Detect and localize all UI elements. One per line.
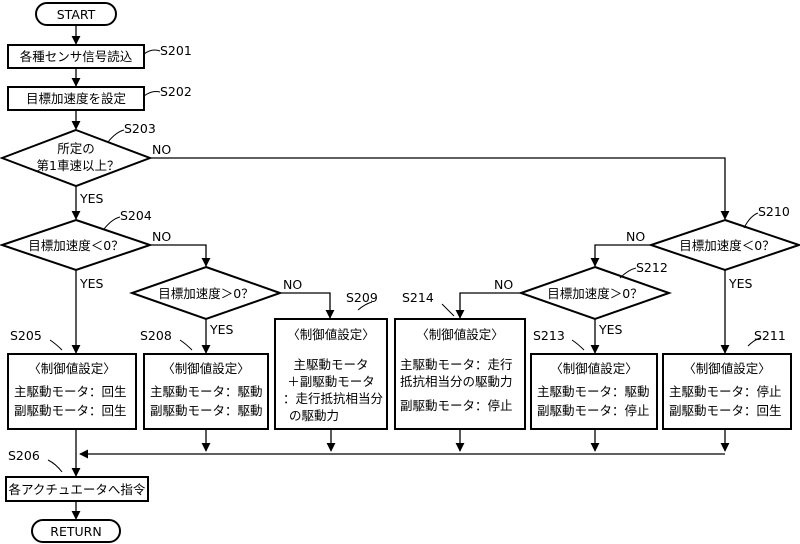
s214-title: 〈制御値設定〉 <box>416 327 504 342</box>
s211-title: 〈制御値設定〉 <box>683 361 771 376</box>
step-s214: S214 〈制御値設定〉 主駆動モータ：走行 抵抗相当分の駆動力 副駆動モータ：… <box>394 290 526 430</box>
start-label: START <box>57 7 96 22</box>
s213-line1: 主駆動モータ：駆動 <box>537 384 650 399</box>
s213-title: 〈制御値設定〉 <box>550 361 638 376</box>
merge-connectors <box>71 429 730 477</box>
return-terminal: RETURN <box>31 519 121 543</box>
s204-yes-label: YES <box>79 276 104 291</box>
s205-id: S205 <box>10 328 42 343</box>
step-s205: S205 〈制御値設定〉 主駆動モータ：回生 副駆動モータ：回生 <box>7 328 137 430</box>
step-s213: S213 〈制御値設定〉 主駆動モータ：駆動 副駆動モータ：停止 <box>530 328 658 430</box>
s208-line2: 副駆動モータ：駆動 <box>150 403 263 418</box>
s209-line1: 主駆動モータ <box>293 357 368 372</box>
s214-line3: 副駆動モータ：停止 <box>400 398 513 413</box>
s209-line4: の駆動力 <box>289 408 339 423</box>
start-terminal: START <box>35 2 117 26</box>
decision-s204: 目標加速度＜0？ S204 <box>0 208 154 272</box>
step-s209: S209 〈制御値設定〉 主駆動モータ ＋副駆動モータ ：走行抵抗相当分 の駆動… <box>274 290 388 430</box>
s209-title: 〈制御値設定〉 <box>287 327 375 342</box>
s202-id: S202 <box>160 84 192 99</box>
s207-yes-label: YES <box>209 322 234 337</box>
s201-text: 各種センサ信号読込 <box>20 49 133 64</box>
s214-line2: 抵抗相当分の駆動力 <box>400 374 513 389</box>
s214-line1: 主駆動モータ：走行 <box>400 357 513 372</box>
step-s208: S208 〈制御値設定〉 主駆動モータ：駆動 副駆動モータ：駆動 <box>140 328 269 430</box>
s209-id: S209 <box>346 290 378 305</box>
step-s202: 目標加速度を設定 S202 <box>7 84 192 111</box>
s204-no-label: NO <box>152 229 171 244</box>
s210-text: 目標加速度＜0？ <box>679 238 774 253</box>
s201-id: S201 <box>160 43 192 58</box>
s207-text: 目標加速度＞0？ <box>158 286 253 301</box>
decision-s203: 所定の 第1車速以上？ S203 <box>0 121 156 188</box>
s209-line2: ＋副駆動モータ <box>287 374 375 389</box>
s203-no-label: NO <box>152 142 171 157</box>
s210-yes-label: YES <box>728 276 753 291</box>
s211-line2: 副駆動モータ：回生 <box>669 403 782 418</box>
decision-s207: 目標加速度＞0？ <box>128 265 284 321</box>
step-s201: 各種センサ信号読込 S201 <box>7 43 192 69</box>
s208-id: S208 <box>140 328 172 343</box>
s213-line2: 副駆動モータ：停止 <box>537 403 650 418</box>
s213-id: S213 <box>533 328 565 343</box>
s210-no-label: NO <box>626 229 645 244</box>
s203-id: S203 <box>124 121 156 136</box>
s204-text: 目標加速度＜0？ <box>28 238 123 253</box>
s208-title: 〈制御値設定〉 <box>162 361 250 376</box>
s203-line1: 所定の <box>57 141 95 156</box>
s206-text: 各アクチュエータへ指令 <box>9 482 146 497</box>
decision-s212: 目標加速度＞0？ S212 <box>517 260 673 321</box>
s212-yes-label: YES <box>598 322 623 337</box>
s205-line2: 副駆動モータ：回生 <box>14 403 127 418</box>
s205-line1: 主駆動モータ：回生 <box>14 384 127 399</box>
s211-line1: 主駆動モータ：停止 <box>669 384 782 399</box>
s212-id: S212 <box>636 260 668 275</box>
s204-id: S204 <box>120 208 152 223</box>
s208-line1: 主駆動モータ：駆動 <box>150 384 263 399</box>
s209-line3: ：走行抵抗相当分 <box>283 391 383 406</box>
step-s211: S211 〈制御値設定〉 主駆動モータ：停止 副駆動モータ：回生 <box>662 328 792 430</box>
return-label: RETURN <box>50 524 101 539</box>
s203-line2: 第1車速以上？ <box>37 158 120 173</box>
decision-s210: 目標加速度＜0？ S210 <box>647 204 800 272</box>
s203-yes-label: YES <box>79 191 104 206</box>
s214-id: S214 <box>402 290 434 305</box>
s212-no-label: NO <box>494 277 513 292</box>
s206-id: S206 <box>8 448 40 463</box>
s202-text: 目標加速度を設定 <box>26 91 126 106</box>
s211-id: S211 <box>754 328 786 343</box>
s207-no-label: NO <box>283 277 302 292</box>
step-s206: S206 各アクチュエータへ指令 <box>5 448 149 502</box>
s212-text: 目標加速度＞0？ <box>547 286 642 301</box>
s205-title: 〈制御値設定〉 <box>28 361 116 376</box>
s210-id: S210 <box>758 204 790 219</box>
